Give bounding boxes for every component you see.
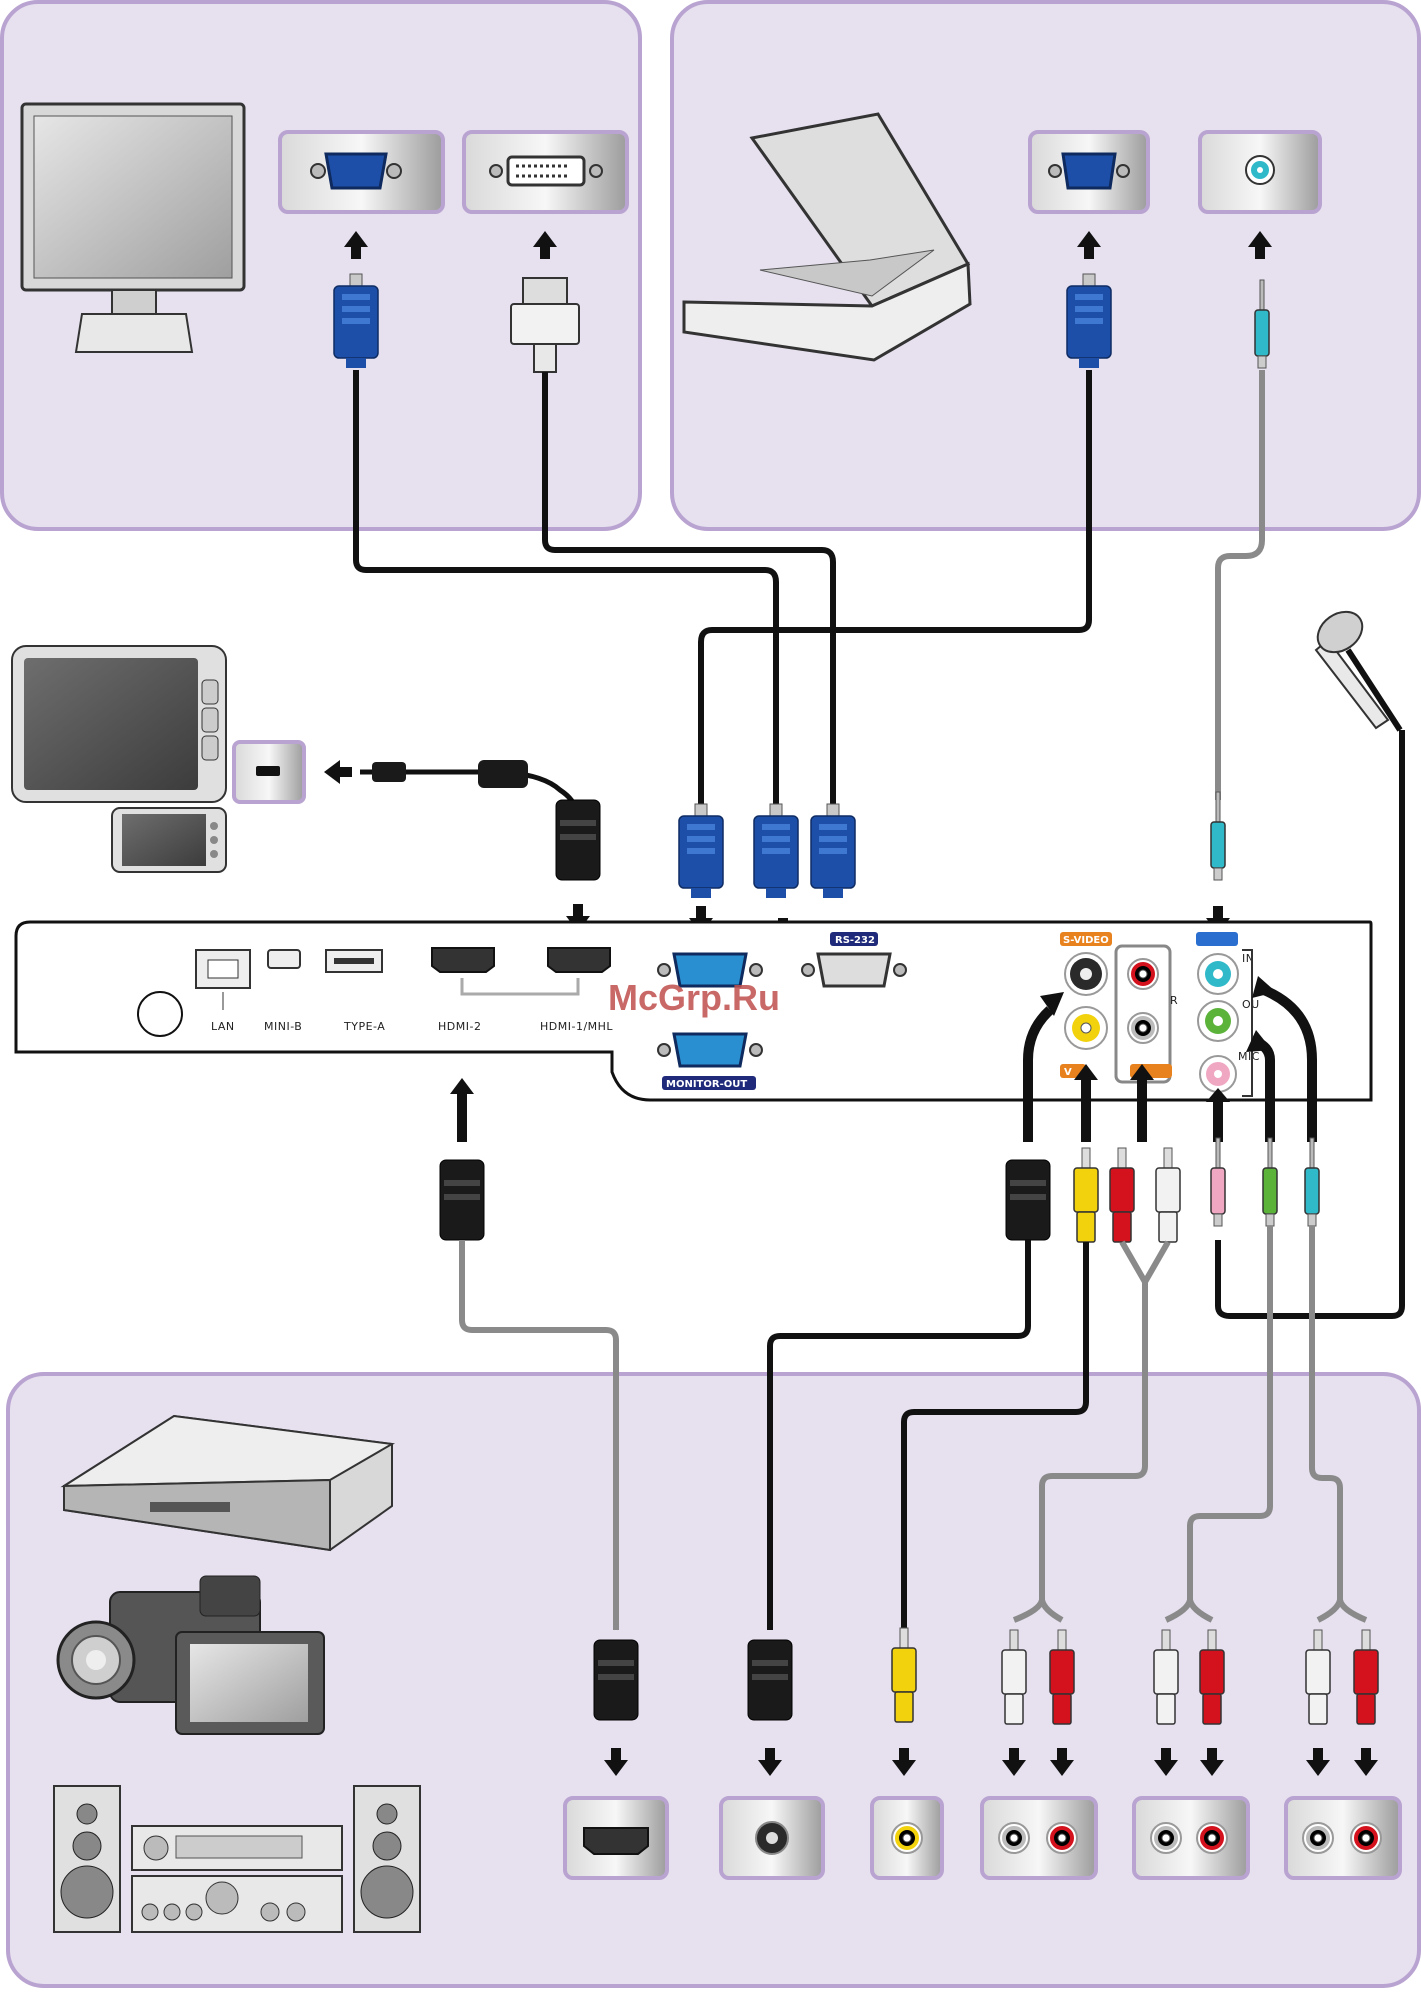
hdmi2-label: HDMI-2 bbox=[438, 1020, 481, 1033]
vga-plug bbox=[1067, 274, 1111, 368]
lan-label: LAN bbox=[211, 1020, 235, 1033]
vga-plug bbox=[811, 804, 855, 898]
type-a-label: TYPE-A bbox=[343, 1020, 385, 1033]
yellow-rca-plug bbox=[1074, 1148, 1098, 1242]
svideo-plug-bottom bbox=[748, 1640, 792, 1720]
pink-jack-plug bbox=[1211, 1138, 1225, 1226]
mini-usb-port-icon bbox=[234, 742, 304, 802]
video-label: V bbox=[1064, 1067, 1072, 1078]
mini-b-label: MINI-B bbox=[264, 1020, 302, 1033]
dvi-port-icon bbox=[464, 132, 627, 212]
audio-rca-port-icon bbox=[982, 1798, 1096, 1878]
microphone-icon bbox=[1310, 603, 1400, 730]
audio-jack-icon bbox=[1200, 132, 1320, 212]
audio-r-label: R bbox=[1170, 994, 1178, 1007]
mhl-cable bbox=[360, 760, 600, 880]
svideo-port: S-VIDEO bbox=[1060, 932, 1112, 995]
svideo-plug bbox=[1006, 1160, 1050, 1240]
watermark: McGrp.Ru bbox=[608, 977, 780, 1018]
tablet-icon bbox=[12, 646, 226, 802]
audio-plug bbox=[1211, 792, 1225, 880]
vga-plug bbox=[754, 804, 798, 898]
svideo-label: S-VIDEO bbox=[1063, 935, 1109, 946]
white-rca-plug bbox=[1156, 1148, 1180, 1242]
audio-rca-port-icon bbox=[1134, 1798, 1248, 1878]
green-jack-plug bbox=[1263, 1138, 1277, 1226]
audio-out-label: OU bbox=[1242, 998, 1260, 1011]
hdmi-port-icon bbox=[565, 1798, 667, 1878]
monitor-out-label: MONITOR-OUT bbox=[666, 1079, 747, 1090]
smartphone-icon bbox=[112, 808, 226, 872]
vga-plug bbox=[679, 804, 723, 898]
vga-port-icon bbox=[280, 132, 443, 212]
arrow-icon bbox=[324, 760, 352, 784]
audio-rca-port-icon bbox=[1286, 1798, 1400, 1878]
rs232-label: RS-232 bbox=[835, 935, 875, 946]
svideo-port-icon bbox=[721, 1798, 823, 1878]
vga-plug bbox=[334, 274, 378, 368]
video-rca-port-icon bbox=[872, 1798, 942, 1878]
red-rca-plug bbox=[1110, 1148, 1134, 1242]
hdmi1-label: HDMI-1/MHL bbox=[540, 1020, 613, 1033]
power-indicator bbox=[138, 992, 182, 1036]
mic-label: MIC bbox=[1238, 1050, 1260, 1063]
vga-port-icon bbox=[1030, 132, 1148, 212]
cyan-jack-plug bbox=[1305, 1138, 1319, 1226]
hdmi2-plug bbox=[440, 1160, 484, 1240]
hdmi-plug-bottom bbox=[594, 1640, 638, 1720]
top-right-panel bbox=[672, 2, 1419, 529]
